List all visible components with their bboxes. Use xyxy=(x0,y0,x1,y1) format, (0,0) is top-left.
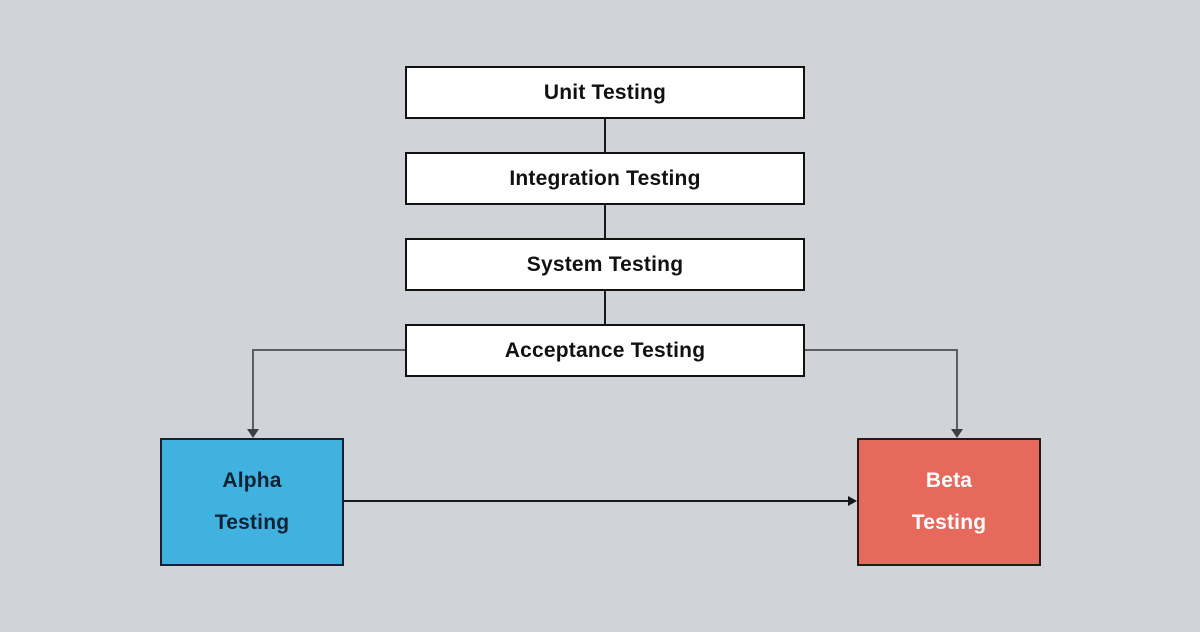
edge-integration-to-system xyxy=(604,205,606,238)
node-unit-testing: Unit Testing xyxy=(405,66,805,119)
arrowhead-down-alpha-icon xyxy=(247,429,259,438)
node-beta-testing: Beta Testing xyxy=(857,438,1041,566)
node-acceptance-testing-label: Acceptance Testing xyxy=(504,338,706,362)
edge-acceptance-to-alpha-vertical xyxy=(252,349,254,430)
node-alpha-testing: Alpha Testing xyxy=(160,438,344,566)
node-unit-testing-label: Unit Testing xyxy=(543,80,667,104)
node-integration-testing-label: Integration Testing xyxy=(509,166,701,190)
node-integration-testing: Integration Testing xyxy=(405,152,805,205)
arrowhead-down-beta-icon xyxy=(951,429,963,438)
edge-unit-to-integration xyxy=(604,119,606,152)
edge-acceptance-to-beta-vertical xyxy=(956,349,958,430)
node-acceptance-testing: Acceptance Testing xyxy=(405,324,805,377)
node-beta-testing-label-line2: Testing xyxy=(911,511,987,534)
edge-acceptance-to-beta-horizontal xyxy=(805,349,957,351)
arrowhead-right-beta-icon xyxy=(848,496,857,506)
node-system-testing-label: System Testing xyxy=(526,252,684,276)
edge-system-to-acceptance xyxy=(604,291,606,324)
edge-acceptance-to-alpha-horizontal xyxy=(252,349,405,351)
edge-alpha-to-beta xyxy=(344,500,849,502)
node-alpha-testing-label-line1: Alpha xyxy=(222,469,282,492)
node-system-testing: System Testing xyxy=(405,238,805,291)
node-beta-testing-label-line1: Beta xyxy=(925,469,973,492)
node-alpha-testing-label-line2: Testing xyxy=(214,511,290,534)
